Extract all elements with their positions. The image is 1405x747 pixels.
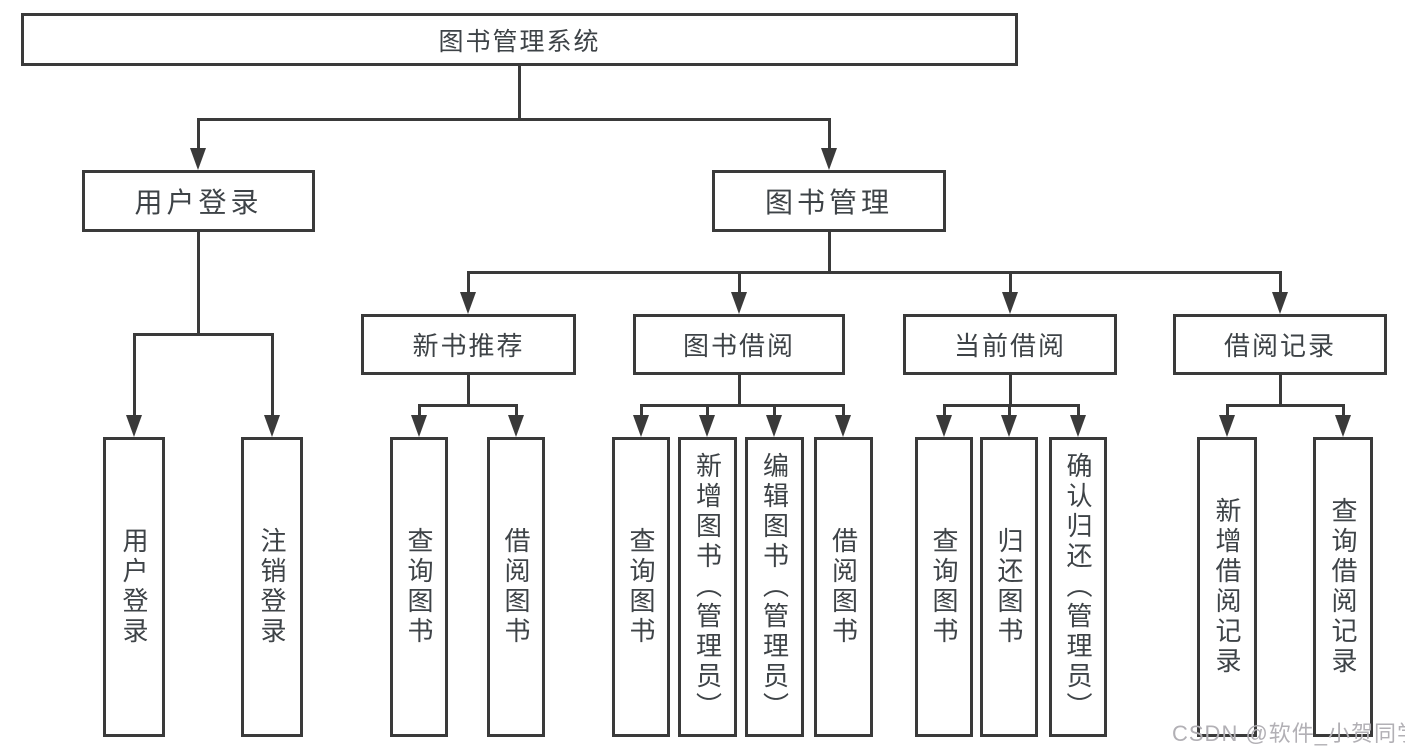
node-label: 借阅记录 — [1223, 331, 1336, 361]
arrowhead-down-icon — [126, 415, 142, 437]
leaf-borrow-edit-admin: 编辑图书（管理员） — [745, 437, 804, 737]
connector-line — [468, 271, 1281, 274]
arrowhead-down-icon — [1070, 415, 1086, 437]
node-book-borrow: 图书借阅 — [633, 314, 845, 375]
leaf-records-add: 新增借阅记录 — [1197, 437, 1257, 737]
arrowhead-down-icon — [731, 292, 747, 314]
connector-line — [828, 232, 831, 273]
node-label: 借阅图书 — [828, 527, 859, 647]
connector-line — [197, 118, 830, 121]
connector-line — [1008, 404, 1011, 417]
arrowhead-down-icon — [699, 415, 715, 437]
arrowhead-down-icon — [936, 415, 952, 437]
connector-line — [1009, 271, 1012, 294]
node-label: 确认归还（管理员） — [1063, 452, 1093, 722]
node-label: 新增借阅记录 — [1212, 497, 1242, 677]
arrowhead-down-icon — [460, 292, 476, 314]
csdn-watermark: CSDN @软件_小贺同学 — [1172, 721, 1405, 746]
leaf-borrow-add-admin: 新增图书（管理员） — [678, 437, 737, 737]
connector-line — [518, 66, 521, 119]
node-label: 查询图书 — [929, 527, 959, 647]
leaf-newbooks-borrow: 借阅图书 — [487, 437, 545, 737]
leaf-user-login: 用户登录 — [103, 437, 165, 737]
arrowhead-down-icon — [766, 415, 782, 437]
node-user-login: 用户登录 — [82, 170, 315, 232]
connector-line — [1009, 375, 1012, 406]
connector-line — [1279, 271, 1282, 294]
node-label: 图书管理 — [764, 187, 893, 218]
arrowhead-down-icon — [835, 415, 851, 437]
node-borrow-records: 借阅记录 — [1173, 314, 1387, 375]
connector-line — [943, 404, 1079, 407]
node-label: 新增图书（管理员） — [692, 452, 723, 722]
connector-line — [1279, 375, 1282, 406]
node-label: 借阅图书 — [501, 527, 531, 647]
connector-line — [738, 271, 741, 294]
arrowhead-down-icon — [411, 415, 427, 437]
arrowhead-down-icon — [1002, 292, 1018, 314]
connector-line — [738, 375, 741, 406]
leaf-current-confirm-admin: 确认归还（管理员） — [1049, 437, 1107, 737]
connector-line — [467, 271, 470, 294]
connector-line — [1077, 404, 1080, 417]
arrowhead-down-icon — [190, 148, 206, 170]
leaf-current-return: 归还图书 — [980, 437, 1038, 737]
node-label: 归还图书 — [994, 527, 1024, 647]
connector-line — [418, 404, 421, 417]
leaf-borrow-book: 借阅图书 — [814, 437, 873, 737]
arrowhead-down-icon — [264, 415, 280, 437]
leaf-newbooks-query: 查询图书 — [390, 437, 448, 737]
node-label: 新书推荐 — [412, 331, 525, 361]
node-root: 图书管理系统 — [21, 13, 1018, 66]
node-label: 当前借阅 — [953, 331, 1066, 361]
arrowhead-down-icon — [1219, 415, 1235, 437]
connector-line — [640, 404, 643, 417]
node-new-book-recommend: 新书推荐 — [361, 314, 576, 375]
arrowhead-down-icon — [821, 148, 837, 170]
connector-line — [271, 333, 274, 417]
connector-line — [515, 404, 518, 417]
connector-line — [1342, 404, 1345, 417]
connector-line — [197, 118, 200, 148]
connector-line — [706, 404, 709, 417]
leaf-borrow-query: 查询图书 — [612, 437, 670, 737]
connector-line — [1226, 404, 1229, 417]
connector-line — [640, 404, 844, 407]
node-current-borrow: 当前借阅 — [903, 314, 1117, 375]
node-label: 编辑图书（管理员） — [759, 452, 790, 722]
node-label: 查询借阅记录 — [1328, 497, 1358, 677]
connector-line — [842, 404, 845, 417]
leaf-records-query: 查询借阅记录 — [1313, 437, 1373, 737]
arrowhead-down-icon — [508, 415, 524, 437]
node-label: 查询图书 — [404, 527, 434, 647]
node-label: 查询图书 — [626, 527, 656, 647]
connector-line — [773, 404, 776, 417]
connector-line — [418, 404, 517, 407]
arrowhead-down-icon — [1335, 415, 1351, 437]
node-book-management: 图书管理 — [712, 170, 946, 232]
node-label: 用户登录 — [119, 527, 149, 647]
connector-line — [197, 232, 200, 335]
leaf-current-query: 查询图书 — [915, 437, 973, 737]
node-label: 图书管理系统 — [438, 27, 601, 56]
leaf-logout: 注销登录 — [241, 437, 303, 737]
node-label: 用户登录 — [134, 187, 263, 218]
connector-line — [943, 404, 946, 417]
connector-line — [133, 333, 136, 417]
arrowhead-down-icon — [1001, 415, 1017, 437]
connector-line — [1226, 404, 1344, 407]
connector-line — [467, 375, 470, 406]
node-label: 注销登录 — [257, 527, 287, 647]
arrowhead-down-icon — [1272, 292, 1288, 314]
arrowhead-down-icon — [633, 415, 649, 437]
connector-line — [133, 333, 274, 336]
connector-line — [828, 118, 831, 148]
node-label: 图书借阅 — [682, 331, 795, 361]
